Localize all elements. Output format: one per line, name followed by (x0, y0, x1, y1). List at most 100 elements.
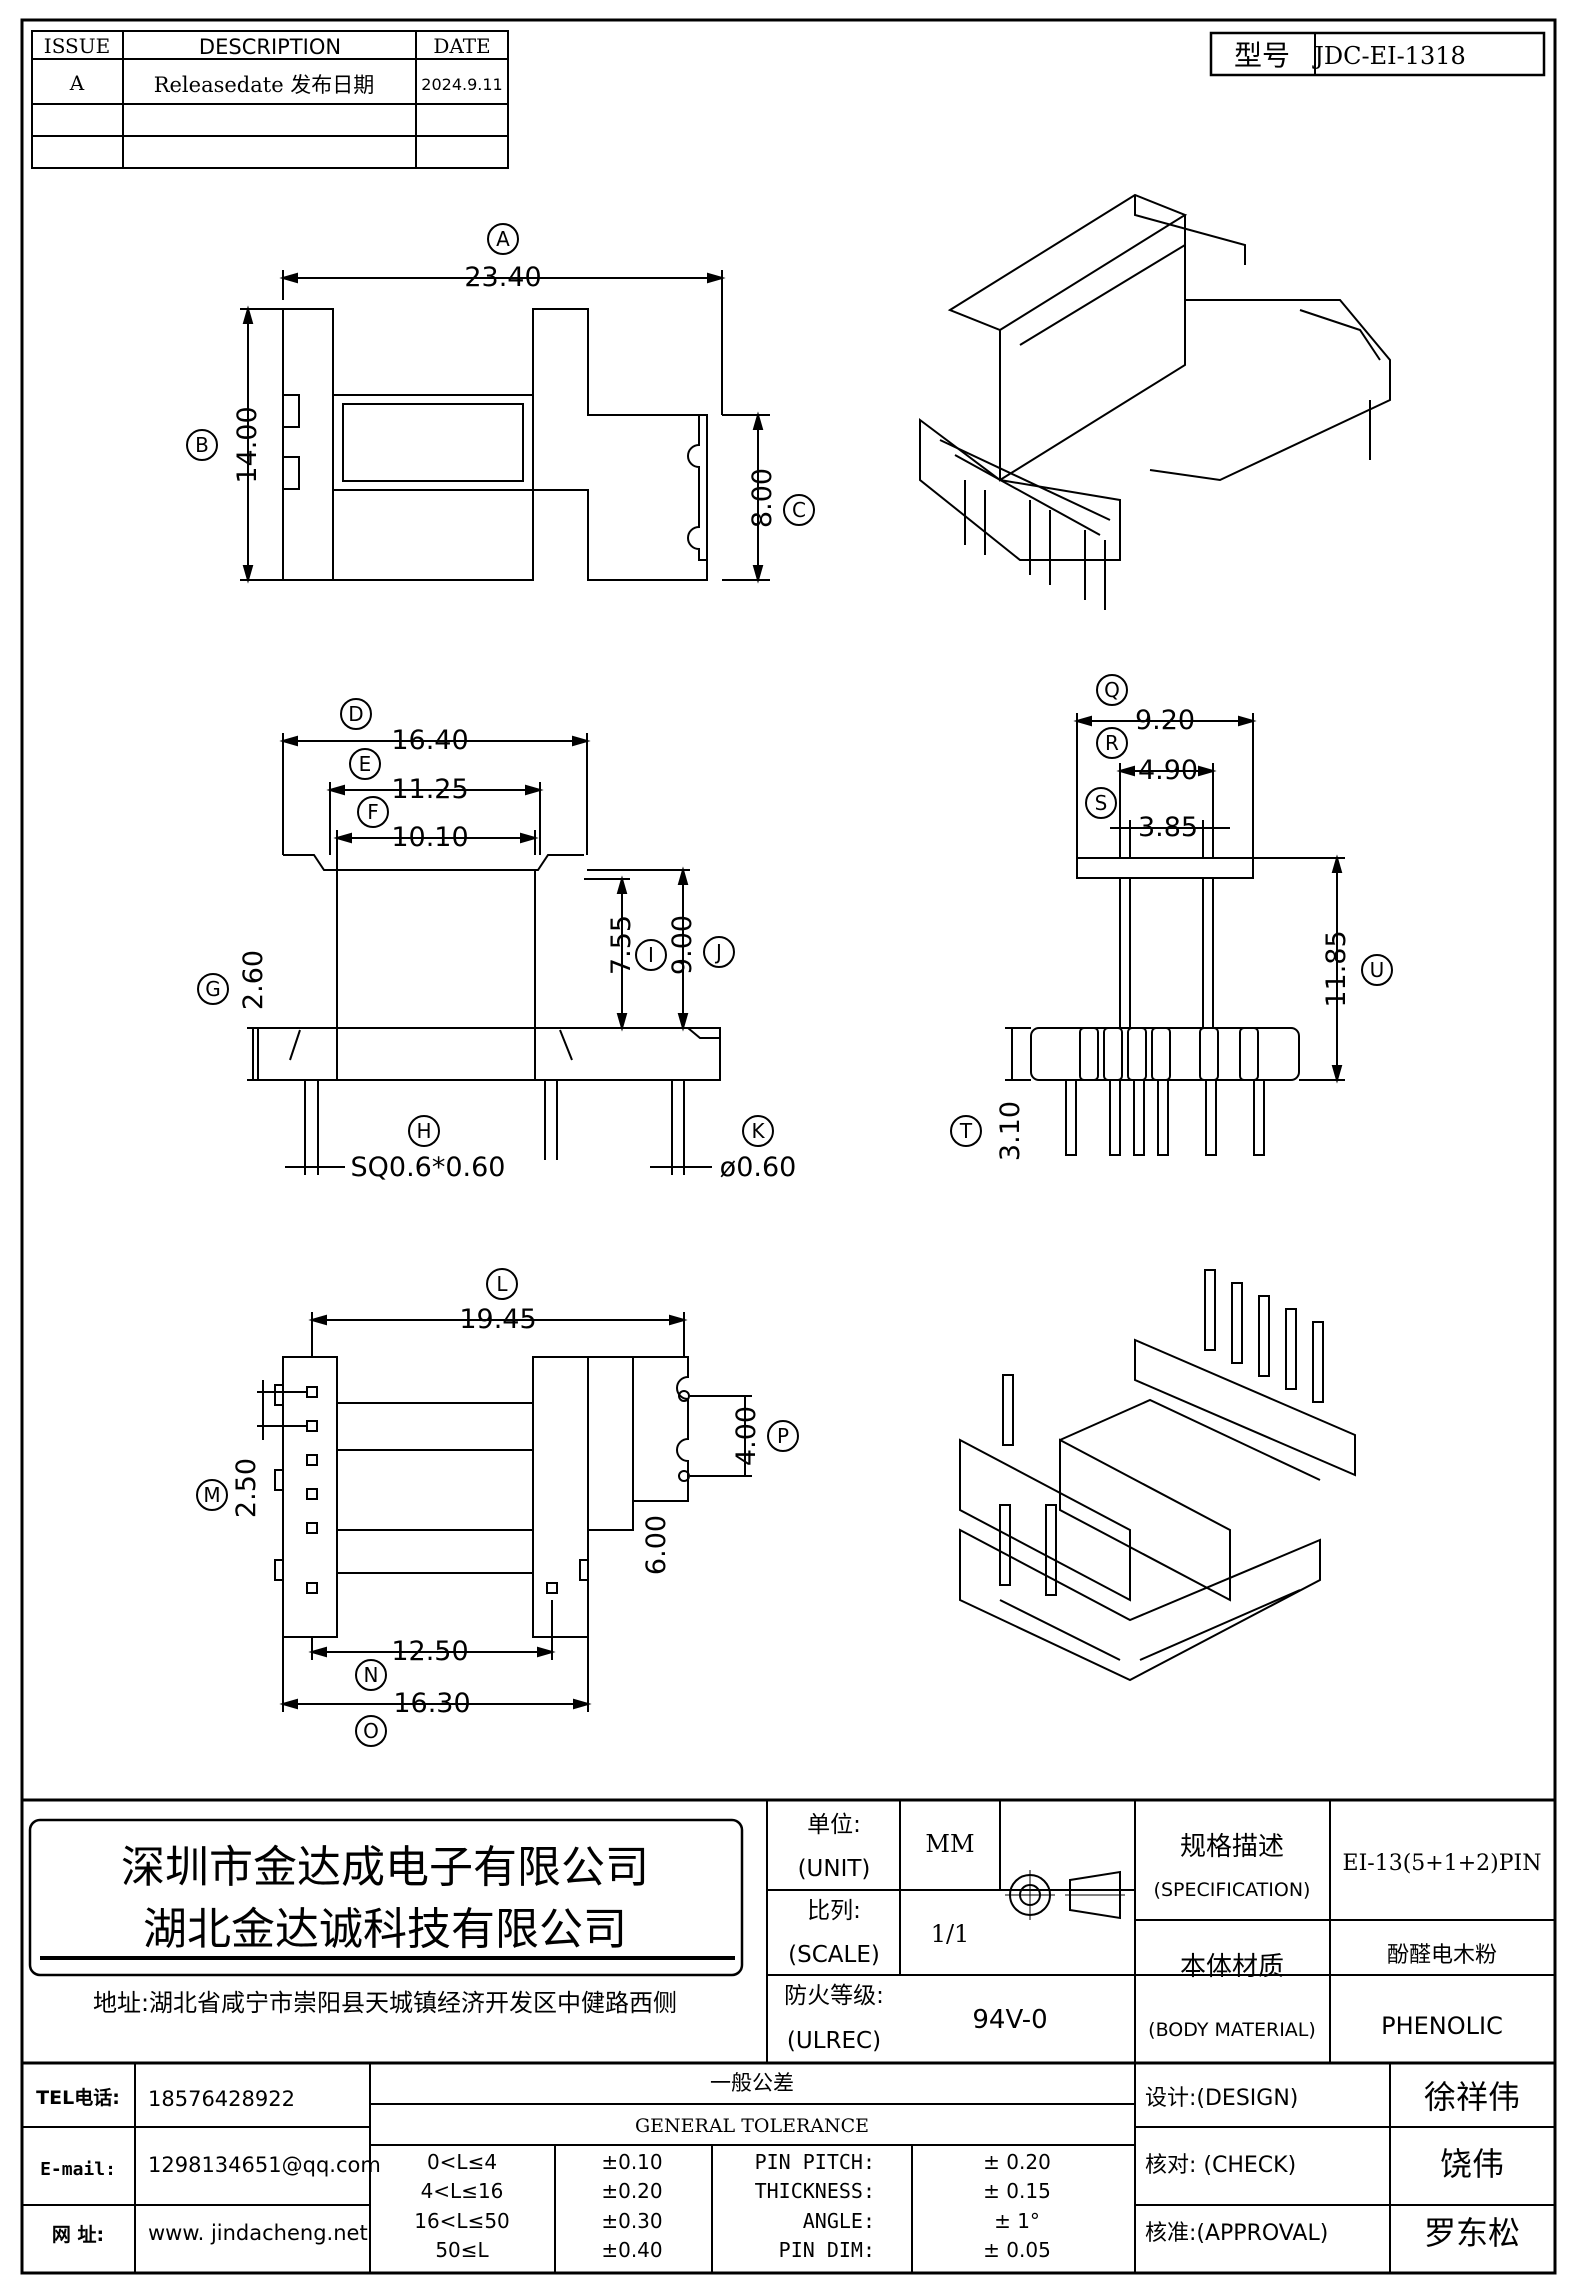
company-name-2: 湖北金达诚科技有限公司 (143, 1904, 627, 1955)
dim-a-value: 23.40 (464, 262, 541, 293)
side-view (1030, 857, 1300, 1156)
material-value-cn: 酚醛电木粉 (1387, 1943, 1497, 1968)
dim-e-value: 11.25 (391, 774, 468, 805)
dim-h: H SQ0.6*0.60 (285, 1115, 506, 1183)
dim-s-value: 3.85 (1138, 812, 1198, 843)
label-s: S (1095, 791, 1108, 815)
tol-value-3: ±0.30 (601, 2209, 662, 2233)
label-o: O (363, 1719, 379, 1743)
tolerance-table: 0<L≤4 4<L≤16 16<L≤50 50≤L ±0.10 ±0.20 ±0… (414, 2150, 1051, 2262)
unit-cn: 单位: (807, 1812, 861, 1838)
label-t: T (959, 1119, 973, 1143)
bottom-view-pins (306, 1386, 690, 1594)
label-i: I (648, 943, 654, 967)
model-box: 型号 JDC-EI-1318 (1209, 31, 1546, 77)
dim-extra-value: 6.00 (641, 1515, 672, 1575)
tol-item-label-1: PIN PITCH: (755, 2150, 875, 2174)
title-block: 深圳市金达成电子有限公司 湖北金达诚科技有限公司 地址:湖北省咸宁市崇阳县天城镇… (22, 1800, 1555, 2273)
tol-item-label-2: THICKNESS: (755, 2179, 875, 2203)
check-label: 核对: (CHECK) (1145, 2153, 1296, 2178)
material-value-en: PHENOLIC (1381, 2012, 1503, 2040)
tol-range-1: 0<L≤4 (427, 2150, 497, 2174)
dim-p: P 4.00 (690, 1395, 799, 1477)
label-k: K (751, 1119, 765, 1143)
dim-i: I 7.55 (584, 875, 667, 1032)
dim-j-value: 9.00 (667, 915, 698, 975)
dim-e: E 11.25 (326, 748, 544, 855)
label-p: P (777, 1424, 789, 1448)
tol-item-value-4: ± 0.05 (983, 2238, 1051, 2262)
label-e: E (359, 752, 372, 776)
label-d: D (348, 702, 363, 726)
label-m: M (203, 1483, 220, 1507)
dim-r-value: 4.90 (1138, 755, 1198, 786)
dim-i-value: 7.55 (606, 915, 637, 975)
rev-header-description: DESCRIPTION (199, 35, 341, 59)
dim-g-value: 2.60 (238, 950, 269, 1010)
tel-label: TEL电话: (36, 2086, 120, 2109)
tol-item-label-4: PIN DIM: (779, 2238, 875, 2262)
dim-o: O 16.30 (279, 1637, 592, 1747)
web-label: 网 址: (52, 2224, 104, 2246)
tol-item-label-3: ANGLE: (803, 2209, 875, 2233)
tol-range-4: 50≤L (435, 2238, 489, 2262)
dim-u: U 11.85 (1253, 854, 1393, 1084)
unit-en: (UNIT) (798, 1856, 871, 1882)
tol-item-value-1: ± 0.20 (983, 2150, 1051, 2174)
web-value: www. jindacheng.net (148, 2221, 368, 2245)
dim-q: Q 9.20 (1073, 674, 1257, 858)
dim-n: N 12.50 (308, 1600, 556, 1691)
spec-en: (SPECIFICATION) (1154, 1879, 1311, 1901)
dim-q-value: 9.20 (1135, 705, 1195, 736)
front-view (257, 854, 721, 1160)
company-name-1: 深圳市金达成电子有限公司 (121, 1842, 649, 1893)
tol-range-3: 16<L≤50 (414, 2209, 510, 2233)
email-value: 1298134651@qq.com (148, 2153, 381, 2177)
design-name: 徐祥伟 (1424, 2078, 1520, 2116)
bottom-view (274, 1356, 690, 1638)
rev-date-a: 2024.9.11 (421, 75, 502, 94)
dim-b-value: 14.00 (232, 406, 263, 483)
dim-extra: 6.00 (641, 1515, 672, 1575)
material-en: (BODY MATERIAL) (1148, 2019, 1316, 2041)
dim-k: K ø0.60 (650, 1115, 796, 1183)
spec-value: EI-13(5+1+2)PIN (1343, 1851, 1542, 1876)
dim-a: A 23.40 (279, 223, 726, 415)
dim-f: F 10.10 (333, 796, 539, 870)
dim-p-value: 4.00 (731, 1406, 762, 1466)
top-view (282, 308, 708, 581)
dim-l-value: 19.45 (459, 1304, 536, 1335)
label-j: J (714, 940, 722, 964)
tol-item-value-3: ± 1° (994, 2209, 1040, 2233)
unit-value: MM (925, 1830, 974, 1858)
scale-value: 1/1 (931, 1920, 970, 1948)
ulrec-value: 94V-0 (972, 2005, 1047, 2035)
label-c: C (792, 498, 806, 522)
dim-b: B 14.00 (186, 305, 283, 584)
iso-view-top (919, 193, 1391, 610)
spec-cn: 规格描述 (1180, 1832, 1284, 1862)
check-name: 饶伟 (1440, 2145, 1504, 2183)
dim-j: J 9.00 (587, 866, 735, 1032)
rev-description-a: Releasedate 发布日期 (154, 73, 375, 97)
tol-value-4: ±0.40 (601, 2238, 662, 2262)
rev-header-date: DATE (433, 34, 490, 58)
revision-table: ISSUE DESCRIPTION DATE A Releasedate 发布日… (31, 30, 509, 169)
iso-view-bottom (959, 1269, 1356, 1682)
label-b: B (195, 433, 209, 457)
model-value: JDC-EI-1318 (1311, 42, 1466, 70)
dim-t-value: 3.10 (995, 1101, 1026, 1161)
scale-en: (SCALE) (788, 1942, 880, 1968)
tol-range-2: 4<L≤16 (421, 2179, 504, 2203)
dim-d-value: 16.40 (391, 725, 468, 756)
dim-h-value: SQ0.6*0.60 (351, 1152, 506, 1183)
tol-value-1: ±0.10 (601, 2150, 662, 2174)
dim-m: M 2.50 (196, 1380, 307, 1518)
scale-cn: 比列: (807, 1898, 861, 1924)
label-f: F (367, 800, 379, 824)
material-cn: 本体材质 (1180, 1952, 1284, 1982)
label-g: G (205, 977, 221, 1001)
dim-o-value: 16.30 (393, 1688, 470, 1719)
label-r: R (1105, 731, 1119, 755)
